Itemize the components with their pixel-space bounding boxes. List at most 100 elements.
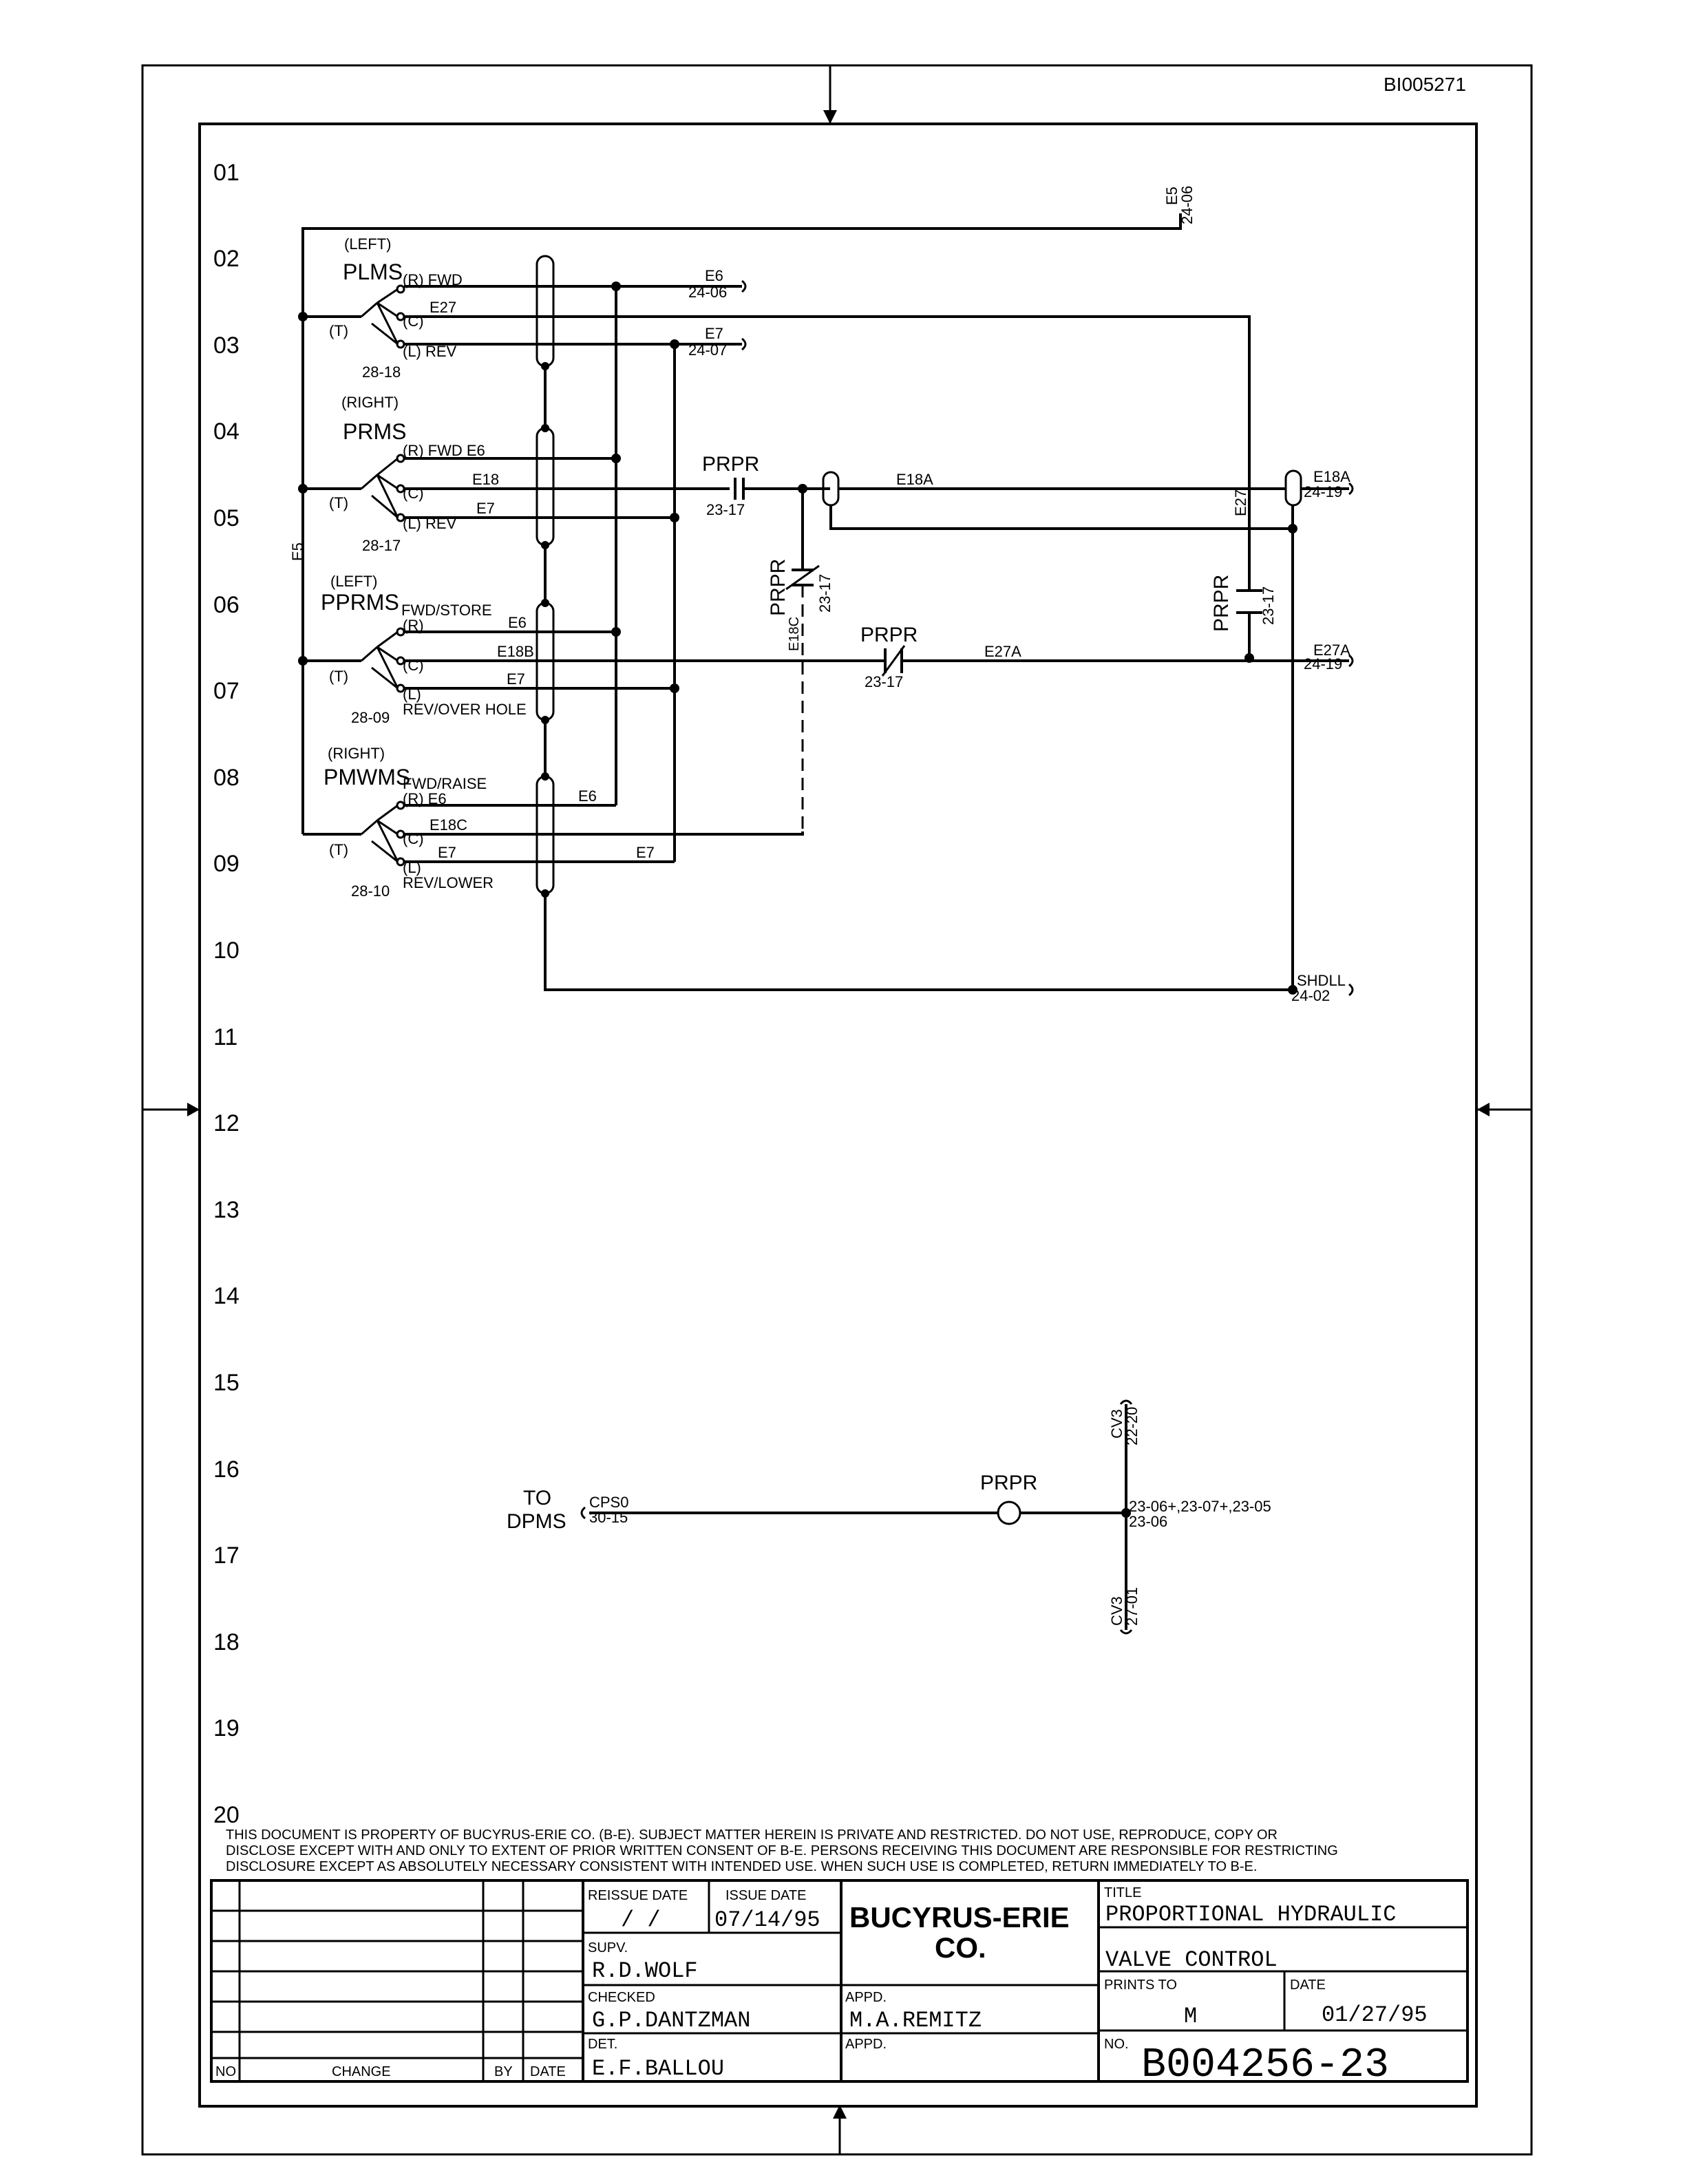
prms-t: (T) [329, 494, 348, 511]
prms-name: PRMS [343, 419, 406, 444]
e7-label: E7 [705, 325, 723, 342]
company-line1: BUCYRUS-ERIE [849, 1901, 1070, 1933]
issue-label: ISSUE DATE [725, 1888, 806, 1903]
prpr-contact-vertical: PRPR 23-17 E18C E18C PRPR 23-17 [404, 489, 1277, 836]
cv3-top-label: CV3 [1108, 1409, 1125, 1439]
pprms-t: (T) [329, 668, 348, 685]
e6-label: E6 [705, 267, 723, 284]
pprms-c: (C) [403, 657, 424, 674]
plms-t: (T) [329, 322, 348, 339]
prints-label: PRINTS TO [1104, 1978, 1177, 1993]
e7-wire: E7 24-07 E7 E7 E7 E7 [404, 325, 742, 863]
e18c-vlabel: E18C [787, 617, 802, 651]
row-number: 04 [213, 418, 240, 445]
disclaimer: THIS DOCUMENT IS PROPERTY OF BUCYRUS-ERI… [226, 1827, 1338, 1874]
prms-ref: 28-17 [362, 537, 401, 554]
prpr-contact-nc-label: PRPR [860, 624, 918, 646]
centering-arrows [142, 65, 1532, 2154]
prpr-contact-label: PRPR [702, 453, 759, 476]
plms-c: (C) [403, 312, 424, 330]
title-label: TITLE [1104, 1885, 1141, 1900]
shdll-label: SHDLL [1297, 972, 1346, 989]
col-change: CHANGE [332, 2064, 391, 2079]
prpr-v2-label: PRPR [1210, 575, 1233, 632]
e18a-ref: 24-19 [1304, 483, 1342, 500]
prpr-relay-label: PRPR [980, 1472, 1037, 1494]
e6-label: E6 [578, 787, 597, 805]
pmwms-fn: FWD/RAISE [403, 775, 487, 792]
e5-top-ref: 24-06 [1178, 186, 1196, 224]
cps0-label: CPS0 [589, 1494, 628, 1511]
prpr-contact-ref: 23-17 [706, 501, 745, 518]
dpms-label: DPMS [507, 1510, 566, 1533]
disclaimer-line: DISCLOSURE EXCEPT AS ABSOLUTELY NECESSAR… [226, 1859, 1257, 1874]
row-number: 01 [213, 160, 240, 186]
shdll-terminal: SHDLL 24-02 [1291, 972, 1346, 1004]
e5-bus: E5 E5 24-06 [289, 186, 1196, 834]
prpr-contact-no: PRPR 23-17 [702, 453, 759, 518]
appd2-label: APPD. [845, 2037, 887, 2052]
det-value: E.F.BALLOU [592, 2056, 724, 2081]
appd-label: APPD. [845, 1990, 887, 2005]
checked-value: G.P.DANTZMAN [592, 2008, 750, 2033]
e5-top-label: E5 [1163, 187, 1180, 205]
row-numbers: 01 02 03 04 05 06 07 08 09 10 11 12 13 1… [213, 160, 240, 1828]
pprms-fn2: REV/OVER HOLE [403, 701, 527, 718]
e5-label: E5 [289, 542, 306, 561]
date-label: DATE [1290, 1978, 1326, 1993]
row-number: 16 [213, 1456, 240, 1483]
e27a-label: E27A [1313, 642, 1350, 659]
row-number: 02 [213, 246, 240, 272]
e7-label: E7 [507, 670, 525, 688]
row-number: 06 [213, 592, 240, 618]
document-id: BI005271 [1384, 74, 1466, 95]
row-number: 20 [213, 1802, 240, 1828]
row-number: 19 [213, 1715, 240, 1741]
row-number: 18 [213, 1629, 240, 1655]
title-line2: VALVE CONTROL [1105, 1947, 1278, 1973]
cps0-ref: 30-15 [589, 1509, 628, 1526]
prms-c: (C) [403, 485, 424, 502]
plms-name: PLMS [343, 259, 403, 284]
e27a-label: E27A [984, 643, 1021, 660]
e7-ref: 24-07 [688, 341, 727, 359]
shdll-ref: 24-02 [1291, 987, 1330, 1004]
prpr-contact-nc-ref: 23-17 [865, 673, 903, 690]
disclaimer-line: THIS DOCUMENT IS PROPERTY OF BUCYRUS-ERI… [226, 1827, 1278, 1843]
cv3-top-ref: 22-20 [1123, 1407, 1141, 1445]
cv3-bot-label: CV3 [1108, 1596, 1125, 1626]
pprms-fn: FWD/STORE [401, 602, 492, 619]
row-number: 08 [213, 765, 240, 791]
supv-label: SUPV. [588, 1940, 628, 1955]
appd-value: M.A.REMITZ [849, 2008, 982, 2033]
e7-label: E7 [636, 844, 655, 861]
e7-label: E7 [476, 500, 495, 517]
prpr-v-label: PRPR [767, 559, 789, 616]
row-number: 15 [213, 1370, 240, 1396]
det-label: DET. [588, 2037, 617, 2052]
date-value: 01/27/95 [1322, 2002, 1428, 2028]
prpr-v2-ref: 23-17 [1260, 586, 1277, 625]
relay-refs: 23-06+,23-07+,23-05 [1129, 1498, 1271, 1515]
e18b-wire: E18B PRPR 23-17 E27A E27A 24-19 [404, 624, 1350, 690]
e18-label: E18 [472, 471, 499, 488]
pprms-ref: 28-09 [351, 709, 390, 726]
pmwms-c: (C) [403, 830, 424, 847]
e18b-label: E18B [497, 643, 534, 660]
checked-label: CHECKED [588, 1990, 655, 2005]
prpr-relay-coil [997, 1501, 1021, 1525]
e18a-label: E18A [896, 471, 933, 488]
pmwms-ref: 28-10 [351, 882, 390, 900]
pmwms-fn2: REV/LOWER [403, 874, 494, 891]
pmwms-side: (RIGHT) [328, 745, 385, 762]
lower-circuit: TO DPMS CPS0 30-15 PRPR 23-06+,23-07+,23… [507, 1399, 1271, 1635]
row-number: 12 [213, 1110, 240, 1136]
drawing-number: B004256-23 [1141, 2042, 1389, 2089]
pprms-side: (LEFT) [330, 573, 377, 590]
pmwms-name: PMWMS [324, 765, 410, 789]
pprms-name: PPRMS [321, 590, 399, 615]
reissue-label: REISSUE DATE [588, 1888, 688, 1903]
row-number: 11 [213, 1024, 237, 1050]
row-number: 09 [213, 851, 240, 877]
